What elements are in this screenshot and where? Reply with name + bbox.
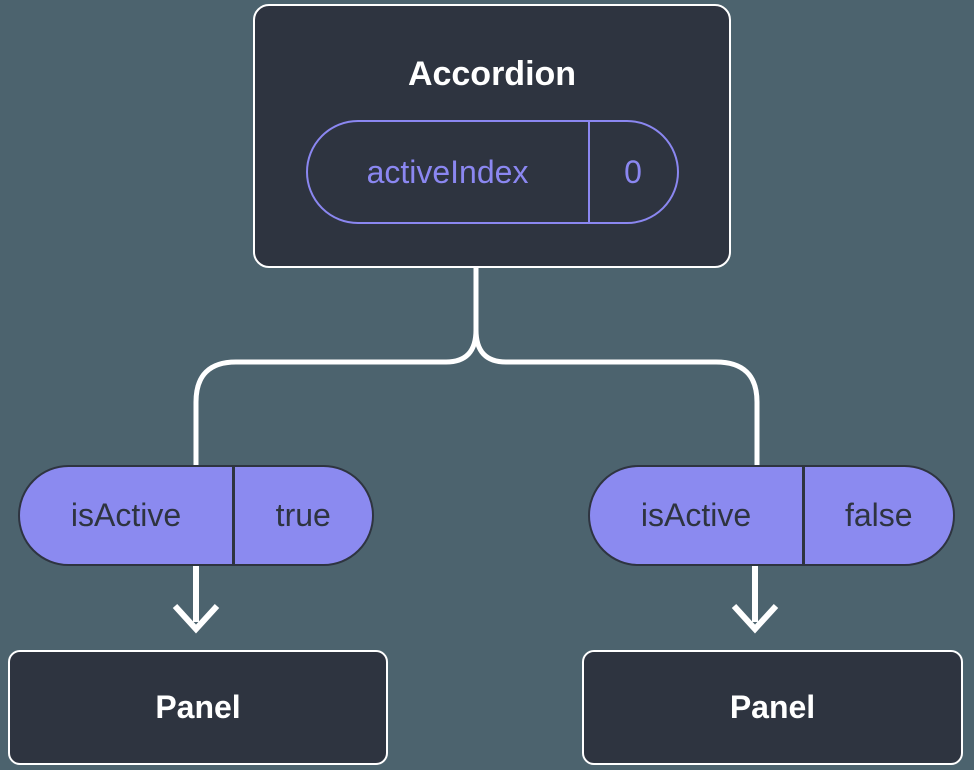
accordion-node-title: Accordion: [407, 55, 577, 93]
panel-node-left: Panel: [8, 650, 388, 765]
pill-divider: [232, 467, 235, 564]
pill-divider: [802, 467, 805, 564]
is-active-true-prop-pill: isActive true: [18, 465, 374, 566]
left-branch-line: [193, 260, 479, 470]
panel-node-right: Panel: [582, 650, 963, 765]
panel-node-title: Panel: [155, 689, 241, 725]
prop-value-label: true: [275, 497, 331, 533]
active-index-state-pill: activeIndex 0: [305, 120, 679, 224]
state-value-label: 0: [624, 153, 642, 190]
prop-value-label: false: [844, 497, 913, 533]
right-branch-line: [473, 260, 760, 470]
pill-divider: [587, 122, 590, 222]
accordion-node: Accordion activeIndex 0: [253, 4, 731, 268]
prop-name-label: isActive: [70, 497, 182, 533]
is-active-false-prop-pill: isActive false: [588, 465, 955, 566]
arrow-down-icon: [172, 560, 220, 634]
state-name-label: activeIndex: [366, 153, 529, 190]
prop-name-label: isActive: [640, 497, 752, 533]
arrow-down-icon: [731, 560, 779, 634]
panel-node-title: Panel: [729, 689, 816, 725]
